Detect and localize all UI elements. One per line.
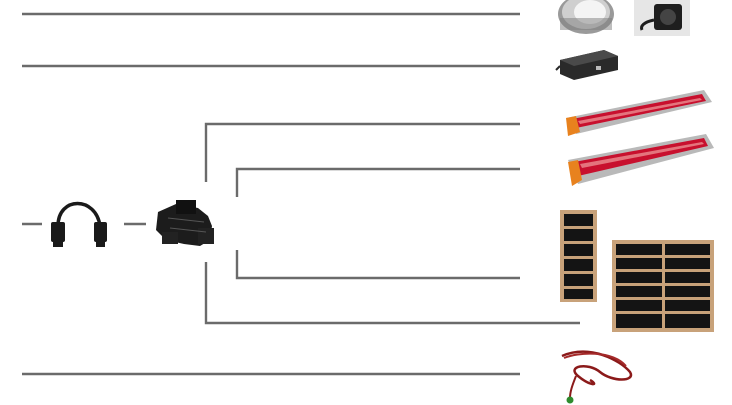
branch-to-heater-1 [206,124,520,182]
infrared-heater-icon [568,134,714,186]
branch-to-panel-wide [206,262,580,323]
heat-panel-wide-icon [612,240,714,332]
branch-to-panel-narrow [237,250,520,278]
branch-to-heater-2 [237,169,520,197]
control-module-icon [634,0,690,36]
distributor-plug-icon [156,200,214,246]
connection-cable-icon [51,204,107,248]
heat-panel-narrow-icon [560,210,597,302]
downlight-icon [558,0,614,34]
power-unit-icon [556,50,618,80]
temperature-sensor-icon [562,352,631,404]
infrared-heater-icon [566,90,712,136]
